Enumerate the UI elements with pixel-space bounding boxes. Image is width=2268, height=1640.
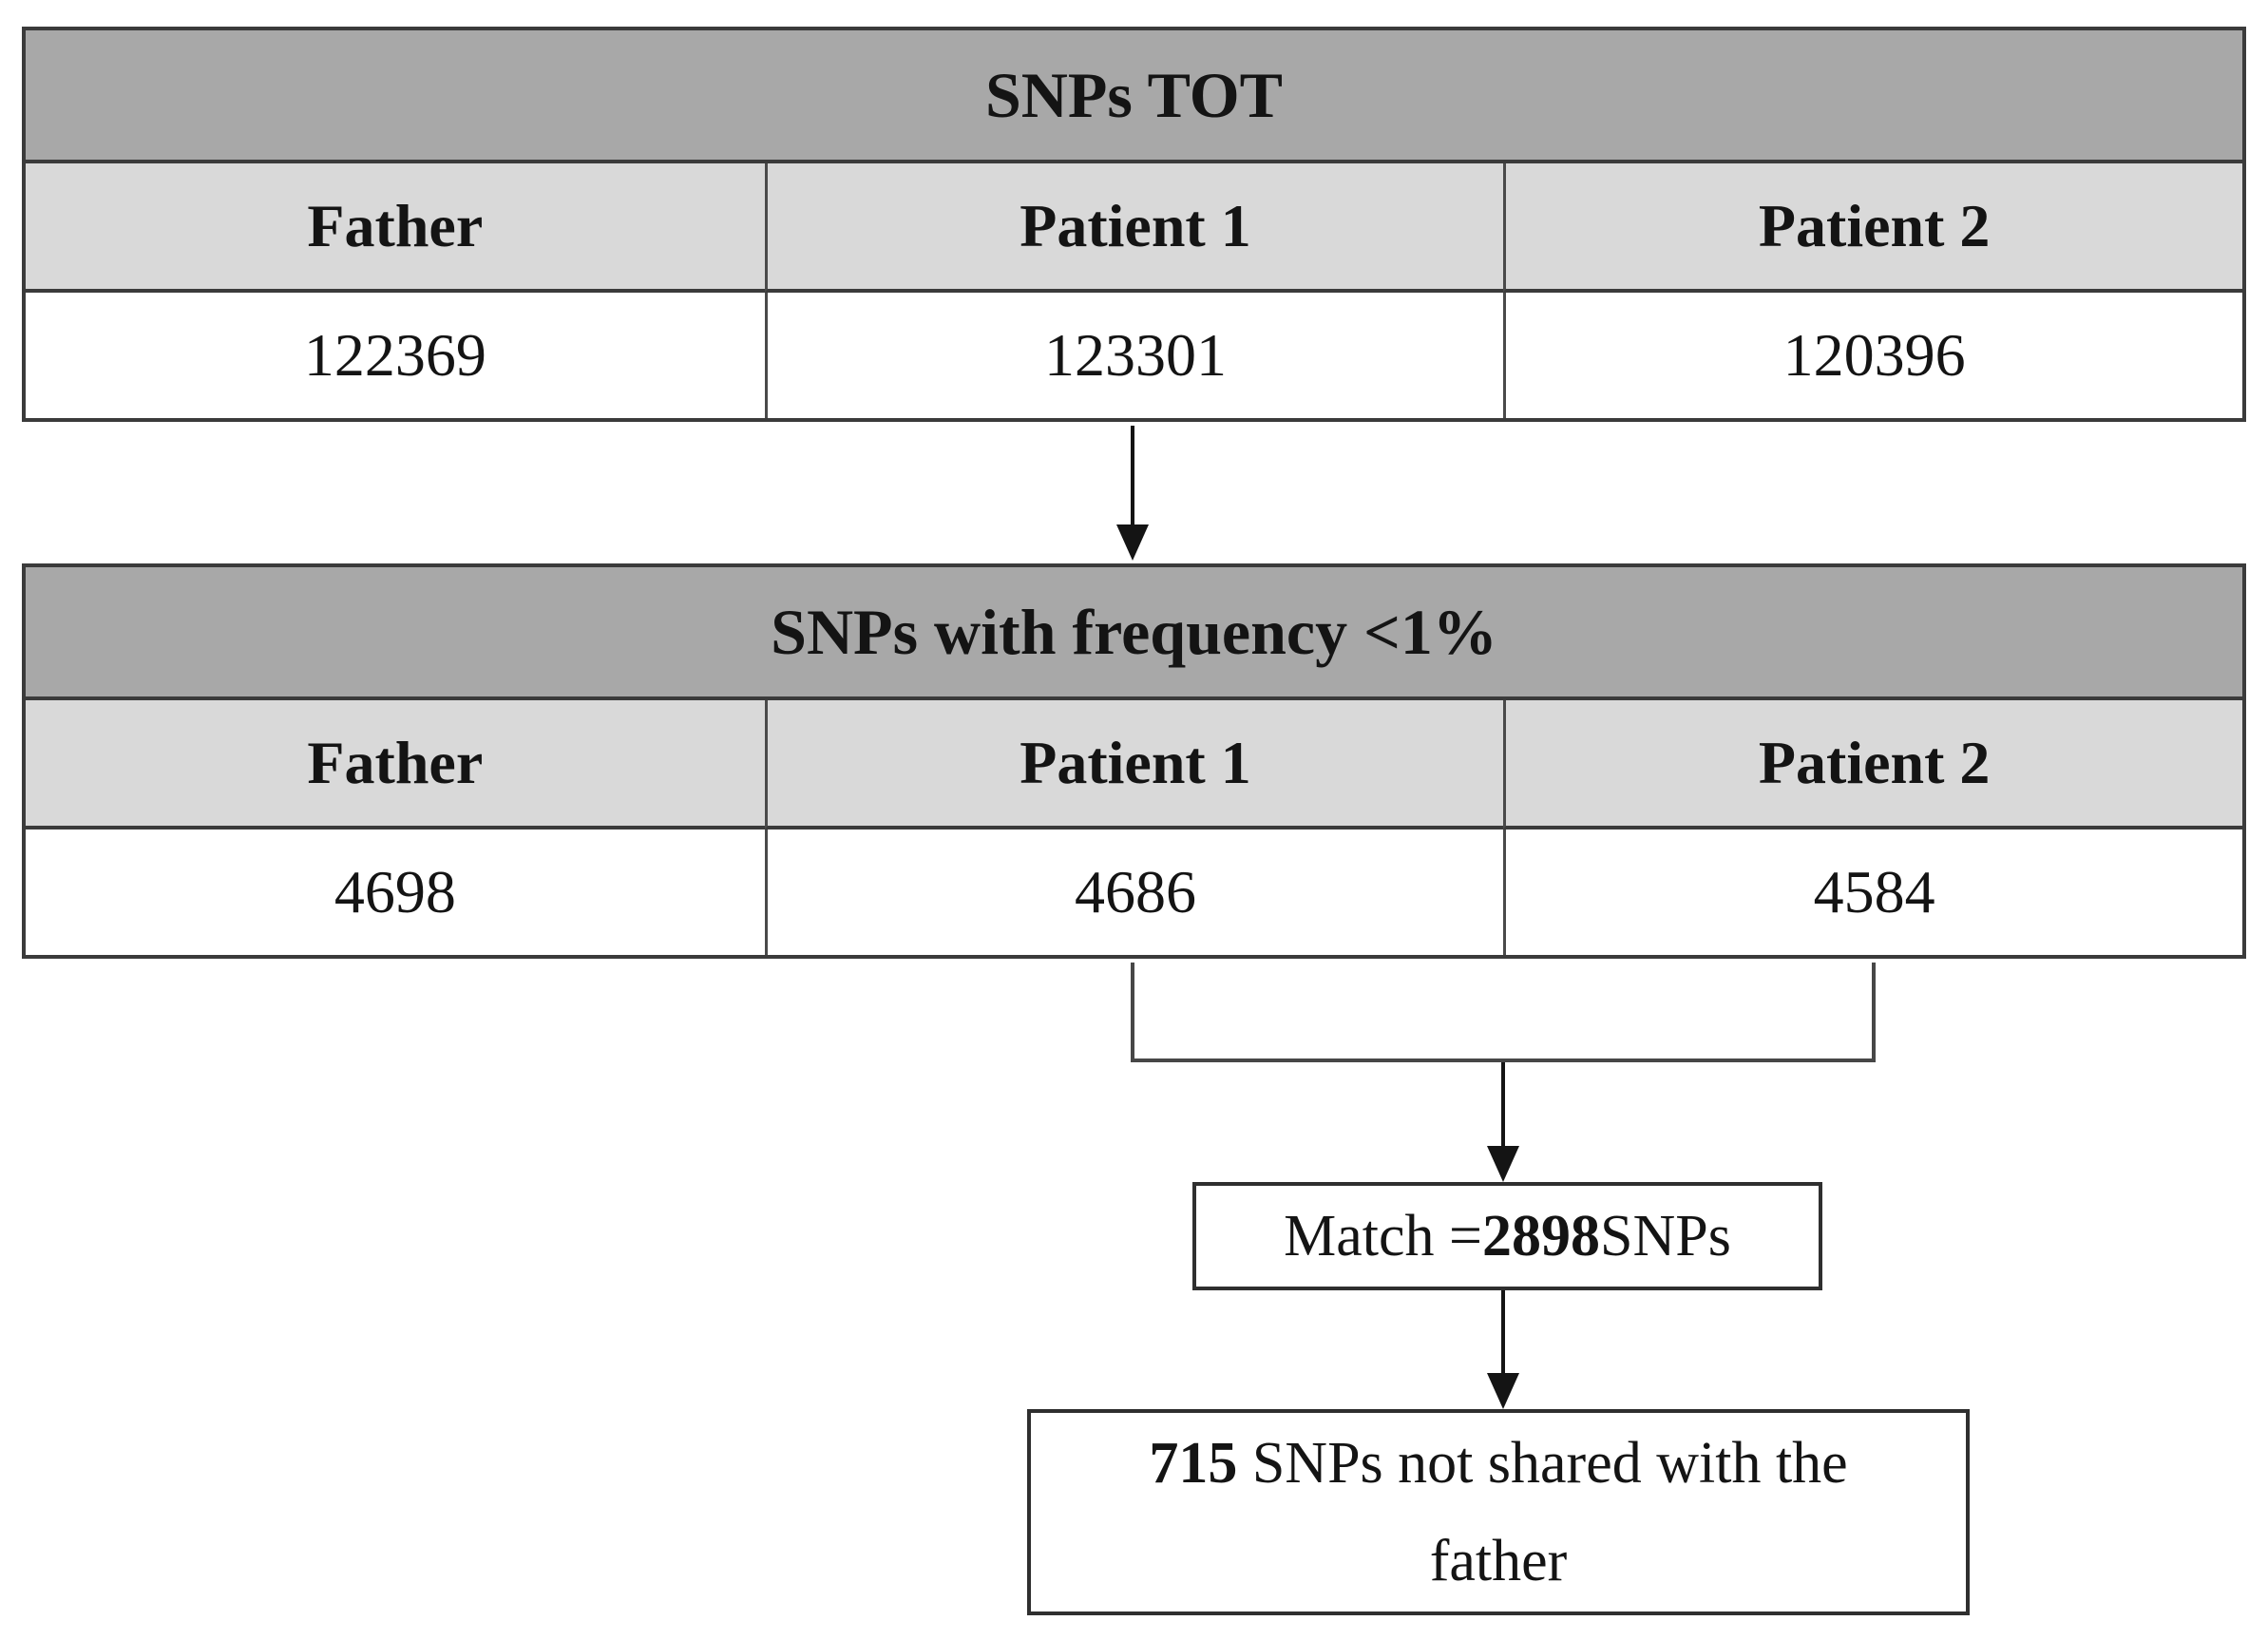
table2-col-header-father: Father: [26, 700, 765, 830]
table2-col-header-patient2: Patient 2: [1503, 700, 2242, 830]
table1-value-patient2: 120396: [1503, 293, 2242, 418]
result-text: 715 SNPs not shared with the father: [1149, 1415, 1847, 1611]
table2-value-patient2: 4584: [1503, 830, 2242, 955]
down-arrow-2-head-icon: [1487, 1146, 1519, 1182]
table1-title: SNPs TOT: [26, 30, 2242, 163]
down-arrow-2-line: [1501, 1062, 1505, 1148]
snps-frequency-table: SNPs with frequency <1% Father Patient 1…: [22, 563, 2246, 959]
result-text-line2: father: [1429, 1528, 1568, 1593]
table2-header-row: Father Patient 1 Patient 2: [26, 700, 2242, 830]
down-arrow-3-head-icon: [1487, 1373, 1519, 1409]
table1-value-row: 122369 123301 120396: [26, 293, 2242, 418]
table1-header-row: Father Patient 1 Patient 2: [26, 163, 2242, 293]
table1-col-header-father: Father: [26, 163, 765, 293]
table2-value-row: 4698 4686 4584: [26, 830, 2242, 955]
match-count-value: 2898: [1481, 1203, 1600, 1268]
result-count-value: 715: [1149, 1430, 1238, 1496]
result-text-line1: SNPs not shared with the: [1237, 1430, 1848, 1496]
table1-col-header-patient1: Patient 1: [764, 163, 1504, 293]
down-arrow-3-line: [1501, 1290, 1505, 1376]
table1-value-father: 122369: [26, 293, 765, 418]
table2-col-header-patient1: Patient 1: [764, 700, 1504, 830]
snps-tot-table: SNPs TOT Father Patient 1 Patient 2 1223…: [22, 27, 2246, 422]
merge-bracket-left-leg: [1131, 963, 1134, 1062]
merge-bracket-bar: [1131, 1058, 1876, 1062]
table2-value-father: 4698: [26, 830, 765, 955]
merge-bracket-right-leg: [1872, 963, 1876, 1062]
result-box: 715 SNPs not shared with the father: [1027, 1409, 1970, 1615]
match-unit: SNPs: [1599, 1203, 1731, 1268]
match-label: Match =: [1284, 1203, 1482, 1268]
table2-title: SNPs with frequency <1%: [26, 567, 2242, 700]
table1-col-header-patient2: Patient 2: [1503, 163, 2242, 293]
down-arrow-1-line: [1131, 426, 1134, 528]
down-arrow-1-head-icon: [1116, 524, 1149, 561]
table1-value-patient1: 123301: [764, 293, 1504, 418]
table2-value-patient1: 4686: [764, 830, 1504, 955]
match-count-box: Match = 2898 SNPs: [1192, 1182, 1822, 1290]
